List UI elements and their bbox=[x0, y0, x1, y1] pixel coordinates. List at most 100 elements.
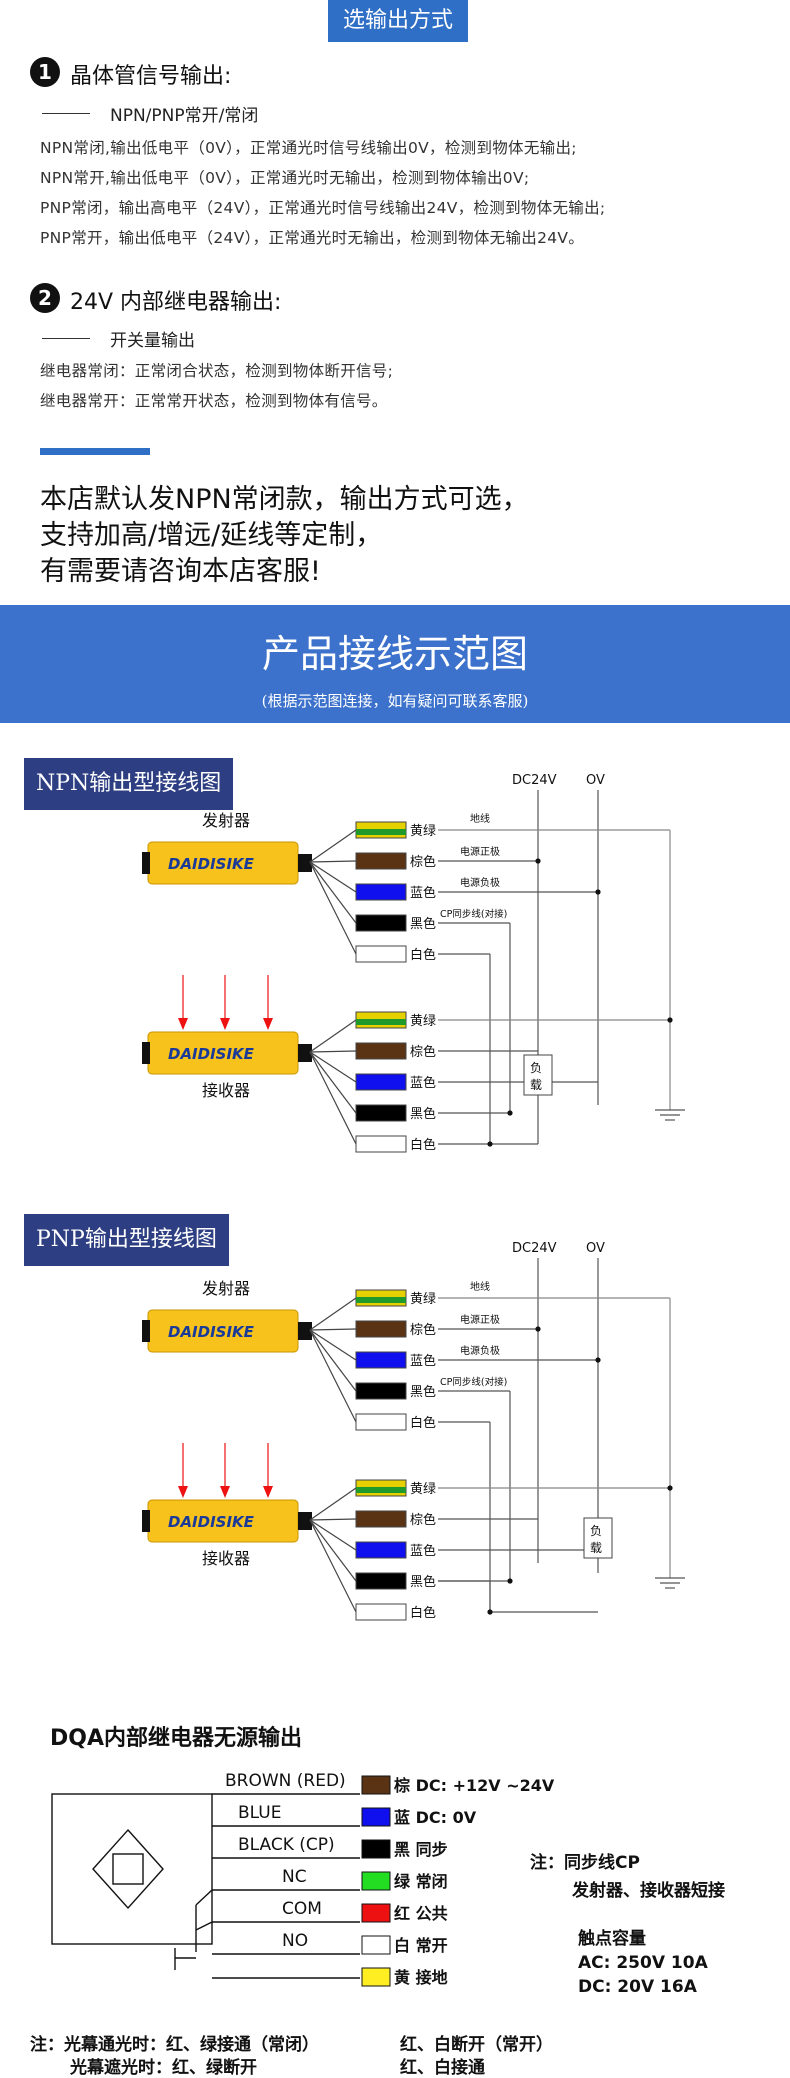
relay-line-label: BLACK (CP) bbox=[238, 1835, 335, 1855]
red-arrow-head bbox=[263, 1018, 273, 1030]
relay-wire-label: 绿 常闭 bbox=[394, 1872, 448, 1891]
wire-name-label: 黑色 bbox=[410, 1106, 436, 1122]
text-line: NPN常开,输出低电平（0V），正常通光时无输出，检测到物体输出0V; bbox=[40, 169, 530, 187]
junction-dot bbox=[595, 1357, 601, 1363]
power-neg-label: 电源负极 bbox=[460, 876, 500, 889]
relay-note-body: 发射器、接收器短接 bbox=[571, 1880, 725, 1901]
wire-name-label: 蓝色 bbox=[410, 885, 436, 901]
wire-swatch-receiver bbox=[355, 1135, 407, 1153]
sensor-square bbox=[112, 1853, 144, 1885]
sensor-wire bbox=[309, 1051, 357, 1145]
section2-subtitle: 开关量输出 bbox=[110, 331, 195, 351]
wiring-banner: 产品接线示范图 (根据示范图连接，如有疑问可联系客服) bbox=[0, 605, 790, 723]
section1-title: 晶体管信号输出: bbox=[70, 64, 232, 89]
wire-name-label: 棕色 bbox=[410, 854, 436, 870]
emitter-label: 发射器 bbox=[202, 811, 250, 830]
capacity-title: 触点容量 bbox=[577, 1928, 646, 1949]
text-line: NPN常闭,输出低电平（0V），正常通光时信号线输出0V，检测到物体无输出; bbox=[40, 139, 577, 157]
accent-bar bbox=[40, 448, 150, 455]
sensor-wire bbox=[309, 1329, 357, 1392]
step-1-badge: 1 bbox=[30, 57, 60, 87]
wire-name-label: 白色 bbox=[410, 1605, 436, 1621]
sensor-wire bbox=[309, 1329, 357, 1423]
wire-swatch-receiver bbox=[355, 1510, 407, 1528]
sensor-wire bbox=[309, 1519, 357, 1582]
sensor-cap-emitter bbox=[142, 852, 150, 874]
switch-com bbox=[195, 1921, 213, 1931]
red-arrow-head bbox=[178, 1018, 188, 1030]
capacity-dc: DC: 20V 16A bbox=[578, 1977, 698, 1997]
receiver-label: 接收器 bbox=[202, 1081, 250, 1100]
sensor-wire bbox=[309, 1518, 357, 1521]
sensor-cap-receiver bbox=[142, 1042, 150, 1064]
wire-name-label: 黄绿 bbox=[410, 824, 436, 839]
wire-swatch-receiver bbox=[355, 1603, 407, 1621]
ov-label: OV bbox=[586, 1241, 605, 1256]
relay-line-label: COM bbox=[282, 1899, 322, 1919]
load-box bbox=[583, 1517, 613, 1559]
sensor-cap-receiver bbox=[142, 1510, 150, 1532]
footer-note-2b: 红、白接通 bbox=[400, 2058, 485, 2078]
ov-label: OV bbox=[586, 773, 605, 788]
dash-line bbox=[42, 113, 90, 114]
relay-wire-label: 棕 DC: +12V ~24V bbox=[394, 1776, 555, 1795]
junction-dot bbox=[507, 1110, 513, 1116]
dash-line bbox=[42, 338, 90, 339]
sensor-connector-receiver bbox=[298, 1044, 312, 1062]
wire-swatch-receiver bbox=[355, 1042, 407, 1060]
switch-nc bbox=[195, 1889, 213, 1906]
pnp-diagram-title: PNP输出型接线图 bbox=[24, 1214, 229, 1266]
sensor-wire bbox=[309, 1050, 357, 1053]
notice: 本店默认发NPN常闭款，输出方式可选， 支持加高/增远/延线等定制， 有需要请咨… bbox=[40, 482, 529, 590]
section2-title: 24V 内部继电器输出: bbox=[70, 290, 282, 315]
notice-line: 支持加高/增远/延线等定制， bbox=[40, 520, 383, 551]
sensor-wire bbox=[309, 1519, 357, 1551]
text-line: 继电器常闭：正常闭合状态，检测到物体断开信号; bbox=[40, 362, 394, 380]
load-label-2: 载 bbox=[590, 1541, 602, 1555]
junction-dot bbox=[507, 1578, 513, 1584]
wire-name-label: 白色 bbox=[410, 1415, 436, 1431]
wire-swatch-receiver bbox=[355, 1073, 407, 1091]
capacity-ac: AC: 250V 10A bbox=[578, 1953, 709, 1973]
wire-name-label: 黄绿 bbox=[410, 1014, 436, 1029]
footer-note-2a: 光幕遮光时：红、绿断开 bbox=[70, 2058, 257, 2078]
wire-swatch-emitter bbox=[355, 914, 407, 932]
wire-name-label: 棕色 bbox=[410, 1322, 436, 1338]
junction-dot bbox=[487, 1141, 493, 1147]
relay-line-label: NO bbox=[282, 1931, 308, 1951]
red-arrow-head bbox=[178, 1486, 188, 1498]
section1-lines: NPN常闭,输出低电平（0V），正常通光时信号线输出0V，检测到物体无输出; N… bbox=[40, 133, 605, 253]
sensor-wire bbox=[309, 1019, 357, 1053]
text-line: PNP常闭，输出高电平（24V），正常通光时信号线输出24V，检测到物体无输出; bbox=[40, 199, 606, 217]
relay-wire-label: 蓝 DC: 0V bbox=[394, 1808, 477, 1827]
sensor-wire bbox=[309, 1487, 357, 1521]
relay-wire-label: 红 公共 bbox=[394, 1904, 448, 1923]
sensor-box bbox=[51, 1793, 213, 1945]
junction-dot bbox=[487, 1609, 493, 1615]
wire-swatch-green-band bbox=[356, 829, 406, 835]
relay-wire-swatch bbox=[361, 1967, 391, 1987]
text-line: 继电器常开：正常常开状态，检测到物体有信号。 bbox=[40, 392, 388, 410]
wire-name-label: 黑色 bbox=[410, 1384, 436, 1400]
dqa-title: DQA内部继电器无源输出 bbox=[50, 1726, 302, 1751]
notice-line: 本店默认发NPN常闭款，输出方式可选， bbox=[40, 484, 529, 515]
section1-subtitle: NPN/PNP常开/常闭 bbox=[110, 106, 259, 126]
relay-wire-label: 白 常开 bbox=[394, 1936, 448, 1955]
relay-wire-swatch bbox=[361, 1903, 391, 1923]
sensor-wire bbox=[309, 1051, 357, 1083]
load-box bbox=[523, 1054, 553, 1096]
relay-wire-label: 黑 同步 bbox=[394, 1840, 448, 1859]
junction-dot bbox=[535, 1326, 541, 1332]
wire-swatch-green-band bbox=[356, 1019, 406, 1025]
text-line: PNP常开，输出低电平（24V），正常通光时无输出，检测到物体无输出24V。 bbox=[40, 229, 585, 247]
relay-wire-label: 黄 接地 bbox=[394, 1968, 448, 1987]
ground-label: 地线 bbox=[470, 1280, 490, 1293]
relay-line-label: BLUE bbox=[238, 1803, 281, 1823]
relay-wire-swatch bbox=[361, 1807, 391, 1827]
wire-name-label: 蓝色 bbox=[410, 1075, 436, 1091]
wire-name-label: 黑色 bbox=[410, 1574, 436, 1590]
power-pos-label: 电源正极 bbox=[460, 845, 500, 858]
sensor-wire bbox=[309, 1051, 357, 1114]
